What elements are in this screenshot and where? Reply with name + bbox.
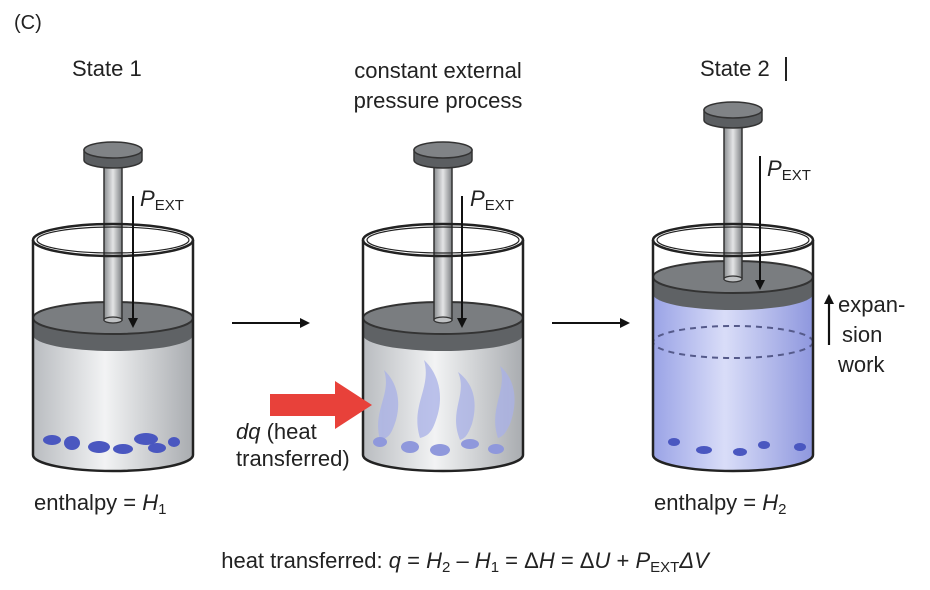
piston-rod [433, 161, 453, 321]
piston-handle [413, 141, 473, 159]
heat-label: dq (heat transferred) [236, 419, 350, 471]
cylinder-state1 [31, 141, 195, 473]
process-title-line1: constant external [354, 58, 522, 83]
gas-molecules [43, 433, 180, 454]
state2-title: State 2 [700, 56, 770, 81]
piston-handle [83, 141, 143, 159]
pext-label-3: PEXT [767, 156, 811, 184]
piston-rod [103, 161, 123, 321]
cylinder-state2 [651, 101, 834, 473]
cylinder-process [270, 141, 525, 473]
heat-equation: heat transferred: q = H2 – H1 = ΔH = ΔU … [221, 548, 709, 576]
pext-label-2: PEXT [470, 186, 514, 214]
panel-label: (C) [14, 12, 42, 34]
heating-wisps [378, 360, 515, 440]
gas-molecules [373, 437, 504, 456]
process-title-line2: pressure process [353, 88, 523, 113]
gas-region [363, 335, 523, 471]
dq-symbol: dq [236, 419, 261, 444]
process-title: constant external pressure process [318, 56, 558, 116]
gas-region [653, 290, 813, 471]
piston-handle [703, 101, 763, 119]
heat-arrow [270, 381, 372, 429]
expansion-work-label: expan- sion work [838, 292, 906, 377]
gas-region [33, 335, 193, 471]
text-cursor [785, 57, 787, 81]
pext-label-1: PEXT [140, 186, 184, 214]
gas-molecules [668, 438, 806, 456]
enthalpy-state2: enthalpy = H2 [654, 490, 787, 518]
enthalpy-state1: enthalpy = H1 [34, 490, 167, 518]
state1-title: State 1 [72, 56, 142, 81]
